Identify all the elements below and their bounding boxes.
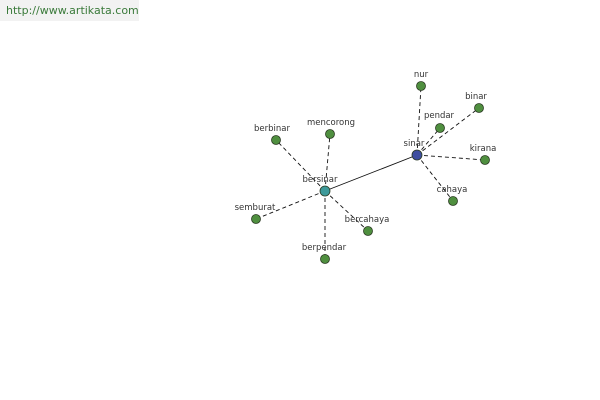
edge-sinar-binar: [416, 107, 480, 156]
edge-sinar-bersinar: [324, 154, 418, 192]
edge-sinar-nur: [416, 85, 422, 156]
node-dot-nur[interactable]: [416, 81, 426, 91]
node-mencorong[interactable]: mencorong: [307, 118, 355, 139]
node-label-pendar: pendar: [424, 111, 455, 121]
node-label-nur: nur: [414, 70, 429, 80]
node-bersinar[interactable]: bersinar: [302, 175, 338, 197]
edge-sinar-kirana: [416, 154, 486, 161]
node-berpendar[interactable]: berpendar: [302, 243, 347, 264]
graph-nodes: sinar bersinar nur binar pendar kirana cahaya b…: [235, 70, 497, 264]
node-bercahaya[interactable]: bercahaya: [345, 215, 390, 236]
edge-bersinar-semburat: [255, 190, 326, 220]
edge-sinar-pendar: [416, 127, 441, 156]
graph-edges: [255, 85, 486, 259]
node-label-mencorong: mencorong: [307, 118, 355, 128]
node-dot-mencorong[interactable]: [325, 129, 335, 139]
node-dot-kirana[interactable]: [480, 155, 490, 165]
url-text: http://www.artikata.com: [6, 4, 139, 17]
node-dot-berbinar[interactable]: [271, 135, 281, 145]
node-label-bersinar: bersinar: [302, 175, 338, 185]
node-berbinar[interactable]: berbinar: [254, 124, 290, 145]
node-dot-bersinar[interactable]: [319, 185, 331, 197]
node-label-semburat: semburat: [235, 203, 276, 213]
node-cahaya[interactable]: cahaya: [437, 185, 468, 206]
edge-bersinar-mencorong: [324, 133, 331, 192]
node-label-berpendar: berpendar: [302, 243, 347, 253]
node-binar[interactable]: binar: [465, 92, 487, 113]
node-dot-binar[interactable]: [474, 103, 484, 113]
node-dot-cahaya[interactable]: [448, 196, 458, 206]
node-label-cahaya: cahaya: [437, 185, 468, 195]
node-dot-pendar[interactable]: [435, 123, 445, 133]
node-label-berbinar: berbinar: [254, 124, 290, 134]
node-dot-semburat[interactable]: [251, 214, 261, 224]
node-semburat[interactable]: semburat: [235, 203, 276, 224]
node-label-bercahaya: bercahaya: [345, 215, 390, 225]
node-label-binar: binar: [465, 92, 487, 102]
node-dot-bercahaya[interactable]: [363, 226, 373, 236]
node-dot-sinar[interactable]: [411, 149, 423, 161]
node-nur[interactable]: nur: [414, 70, 429, 91]
node-sinar[interactable]: sinar: [404, 139, 425, 161]
edge-sinar-cahaya: [416, 154, 454, 202]
node-kirana[interactable]: kirana: [470, 144, 497, 165]
node-label-kirana: kirana: [470, 144, 497, 154]
node-dot-berpendar[interactable]: [320, 254, 330, 264]
node-pendar[interactable]: pendar: [424, 111, 455, 133]
url-banner: http://www.artikata.com: [0, 0, 139, 21]
node-label-sinar: sinar: [404, 139, 425, 149]
edge-bersinar-bercahaya: [324, 190, 369, 232]
edge-bersinar-berbinar: [275, 139, 326, 192]
